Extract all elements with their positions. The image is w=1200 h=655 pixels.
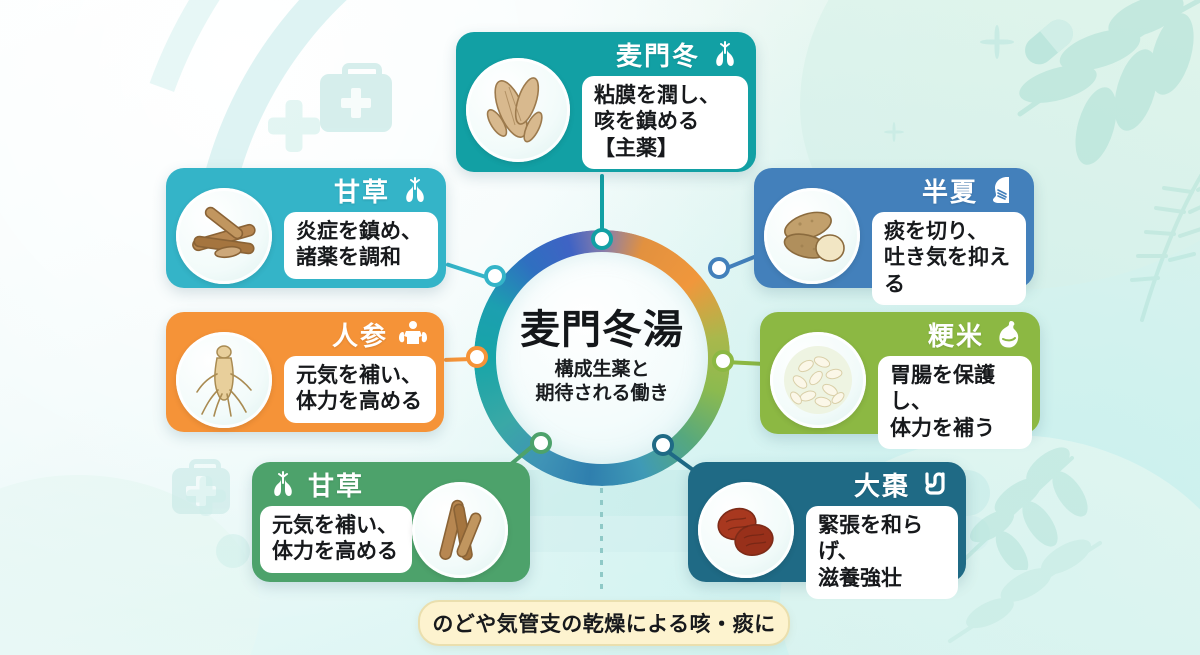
leaf-branch-icon bbox=[1017, 0, 1200, 165]
medical-cross-icon bbox=[268, 100, 320, 152]
card-title: 甘草 bbox=[308, 470, 365, 501]
card-body: 炎症を鎮め、 諸薬を調和 bbox=[284, 212, 438, 279]
card-header: 甘草 bbox=[252, 462, 530, 506]
card-description: 痰を切り、 吐き気を抑える bbox=[884, 220, 1010, 296]
card-description: 粘膜を潤し、 咳を鎮める 【主薬】 bbox=[594, 84, 720, 160]
card-title: 甘草 bbox=[333, 176, 390, 207]
card-title: 大棗 bbox=[853, 470, 910, 501]
card-body: 粘膜を潤し、 咳を鎮める 【主薬】 bbox=[582, 76, 748, 170]
card-body: 元気を補い、 体力を高める bbox=[260, 506, 412, 573]
lungs-icon bbox=[398, 173, 432, 207]
medical-cross-icon bbox=[186, 476, 226, 516]
fern-leaf-icon bbox=[1130, 173, 1200, 322]
lungs-icon bbox=[708, 37, 742, 71]
intestine-icon bbox=[918, 467, 952, 501]
decorative-dot bbox=[216, 534, 250, 568]
card-title: 半夏 bbox=[921, 176, 978, 207]
card-description: 胃腸を保護し、 体力を補う bbox=[890, 364, 995, 440]
stomach-icon bbox=[992, 317, 1026, 351]
card-title: 人参 bbox=[331, 320, 388, 351]
card-title: 麦門冬 bbox=[615, 40, 700, 71]
throat-head-icon bbox=[986, 173, 1020, 207]
hub-subtitle: 構成生薬と 期待される働き bbox=[535, 358, 668, 407]
connector-node-taiso bbox=[652, 434, 674, 456]
card-description: 元気を補い、 体力を高める bbox=[272, 514, 398, 564]
medical-kit-icon bbox=[172, 459, 230, 514]
ophiopogon-root-image bbox=[466, 58, 570, 162]
card-description: 元気を補い、 体力を高める bbox=[296, 364, 422, 414]
pinellia-tuber-image bbox=[764, 188, 860, 284]
card-body: 胃腸を保護し、 体力を補う bbox=[878, 356, 1032, 450]
lungs-icon bbox=[266, 467, 300, 501]
connector-line-bakumondo bbox=[600, 174, 604, 234]
card-body: 緊張を和らげ、 滋養強壮 bbox=[806, 506, 958, 600]
sparkle-icon bbox=[884, 122, 904, 142]
indication-text: のどや気管支の乾燥による咳・痰に bbox=[432, 613, 776, 636]
hub-inner-circle: 麦門冬湯 構成生薬と 期待される働き bbox=[496, 252, 708, 464]
medical-kit-icon bbox=[320, 63, 392, 132]
card-body: 痰を切り、 吐き気を抑える bbox=[872, 212, 1026, 306]
card-description: 緊張を和らげ、 滋養強壮 bbox=[818, 514, 923, 590]
herb-card-bakumondo[interactable]: 麦門冬 粘膜を潤し、 咳を鎮める 【主薬】 bbox=[456, 32, 756, 172]
card-header: 麦門冬 bbox=[456, 32, 756, 76]
licorice-sticks-image bbox=[176, 188, 272, 284]
center-hub: 麦門冬湯 構成生薬と 期待される働き bbox=[474, 230, 730, 486]
licorice-sticks-image bbox=[412, 482, 508, 578]
card-header: 甘草 bbox=[166, 168, 446, 212]
ginseng-root-image bbox=[176, 332, 272, 428]
hub-subtitle-line-1: 構成生薬と bbox=[554, 358, 650, 380]
connector-node-bakumondo bbox=[591, 228, 613, 250]
connector-node-kanzo2 bbox=[530, 432, 552, 454]
hub-subtitle-line-2: 期待される働き bbox=[535, 383, 669, 404]
dotted-connector-line bbox=[600, 488, 603, 596]
card-body: 元気を補い、 体力を高める bbox=[284, 356, 436, 423]
card-description: 炎症を鎮め、 諸薬を調和 bbox=[296, 220, 422, 270]
leaf-sprig-icon bbox=[964, 447, 1088, 570]
card-header: 人参 bbox=[166, 312, 444, 356]
card-title: 粳米 bbox=[927, 320, 984, 351]
jujube-dates-image bbox=[698, 482, 794, 578]
connector-node-ninjin bbox=[466, 346, 488, 368]
connector-node-kanzo1 bbox=[484, 265, 506, 287]
indication-banner: のどや気管支の乾燥による咳・痰に bbox=[418, 600, 790, 646]
connector-node-koubei bbox=[712, 350, 734, 372]
card-header: 粳米 bbox=[760, 312, 1040, 356]
connector-node-hange bbox=[708, 257, 730, 279]
rice-grains-image bbox=[770, 332, 866, 428]
strong-arms-icon bbox=[396, 317, 430, 351]
leaf-branch-icon bbox=[948, 539, 1102, 643]
page-title: 麦門冬湯 bbox=[520, 307, 684, 352]
